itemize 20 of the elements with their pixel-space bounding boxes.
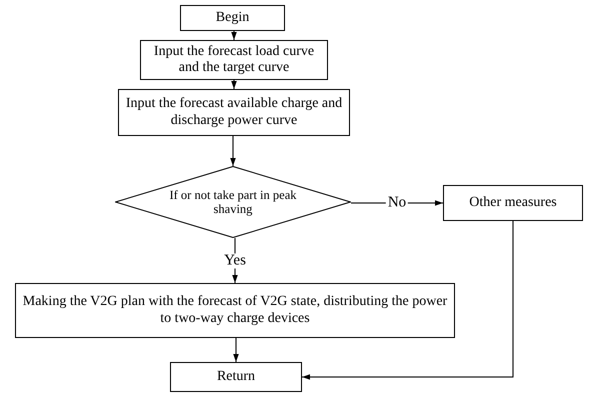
arrow — [231, 80, 237, 90]
process-box — [15, 283, 455, 338]
node-text: Other measures — [469, 194, 557, 212]
node-text: Return — [216, 368, 256, 386]
node-text: Begin — [216, 10, 250, 26]
edge-label: Yes — [222, 253, 248, 268]
process-box — [118, 89, 350, 136]
arrow — [302, 220, 514, 380]
process-box — [140, 40, 328, 80]
arrow — [231, 30, 237, 40]
arrow — [233, 338, 239, 362]
arrow — [230, 136, 236, 166]
process-box — [180, 5, 285, 31]
node-text: Making the V2G plan with the forecast of V2G state, distributing the power to two-way charge devices — [22, 294, 448, 327]
process-box — [443, 185, 583, 221]
node-text: Input the forecast available charge and discharge power curve — [125, 96, 343, 129]
decision-diamond — [115, 166, 351, 238]
process-box — [170, 362, 302, 392]
node-text: Input the forecast load curve and the target curve — [152, 44, 316, 76]
node-text: If or not take part in peak shaving — [168, 188, 298, 216]
